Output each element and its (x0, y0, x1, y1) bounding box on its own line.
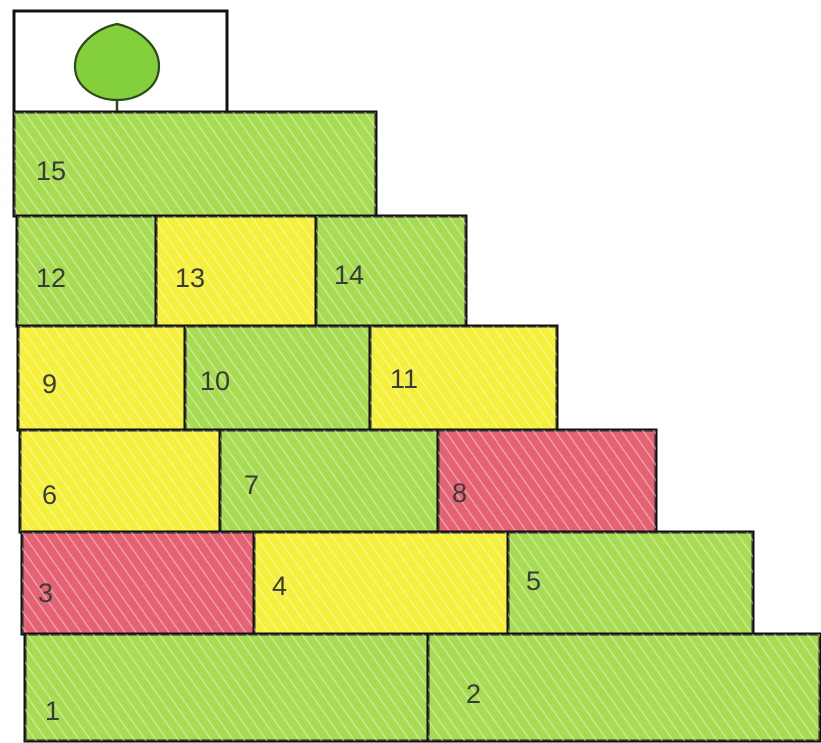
cell-label-9: 9 (42, 369, 57, 399)
cell-11: 11 (370, 326, 557, 430)
row-6-8: 6 7 8 (20, 430, 656, 532)
cell-15: 15 (14, 112, 376, 216)
cell-label-7: 7 (244, 470, 259, 500)
cell-label-15: 15 (36, 156, 66, 186)
cell-13: 13 (156, 216, 316, 326)
row-12-14: 12 13 14 (17, 216, 466, 326)
row-15: 15 (14, 112, 376, 216)
cell-label-1: 1 (45, 696, 60, 726)
cell-label-11: 11 (390, 364, 418, 394)
cell-label-4: 4 (272, 571, 287, 601)
cell-label-5: 5 (526, 566, 541, 596)
row-3-5: 3 4 5 (22, 532, 753, 634)
cell-1: 1 (25, 634, 428, 741)
cell-9: 9 (18, 326, 185, 430)
row-9-11: 9 10 11 (18, 326, 557, 430)
cell-2: 2 (428, 634, 820, 741)
cell-label-10: 10 (200, 366, 230, 396)
cell-label-3: 3 (38, 578, 53, 608)
cell-label-13: 13 (175, 263, 205, 293)
cell-7: 7 (220, 430, 438, 532)
cell-label-6: 6 (42, 480, 57, 510)
cell-10: 10 (185, 326, 370, 430)
cell-8: 8 (438, 430, 656, 532)
cell-label-12: 12 (36, 263, 66, 293)
top-leaf-box (14, 11, 227, 113)
cell-4: 4 (254, 532, 508, 634)
cell-5: 5 (508, 532, 753, 634)
cell-3: 3 (22, 532, 254, 634)
row-1-2: 1 2 (25, 634, 820, 741)
cell-label-8: 8 (452, 478, 467, 508)
cell-12: 12 (17, 216, 156, 326)
cell-6: 6 (20, 430, 220, 532)
cell-14: 14 (316, 216, 466, 326)
cell-label-14: 14 (334, 260, 364, 290)
cell-label-2: 2 (466, 679, 481, 709)
